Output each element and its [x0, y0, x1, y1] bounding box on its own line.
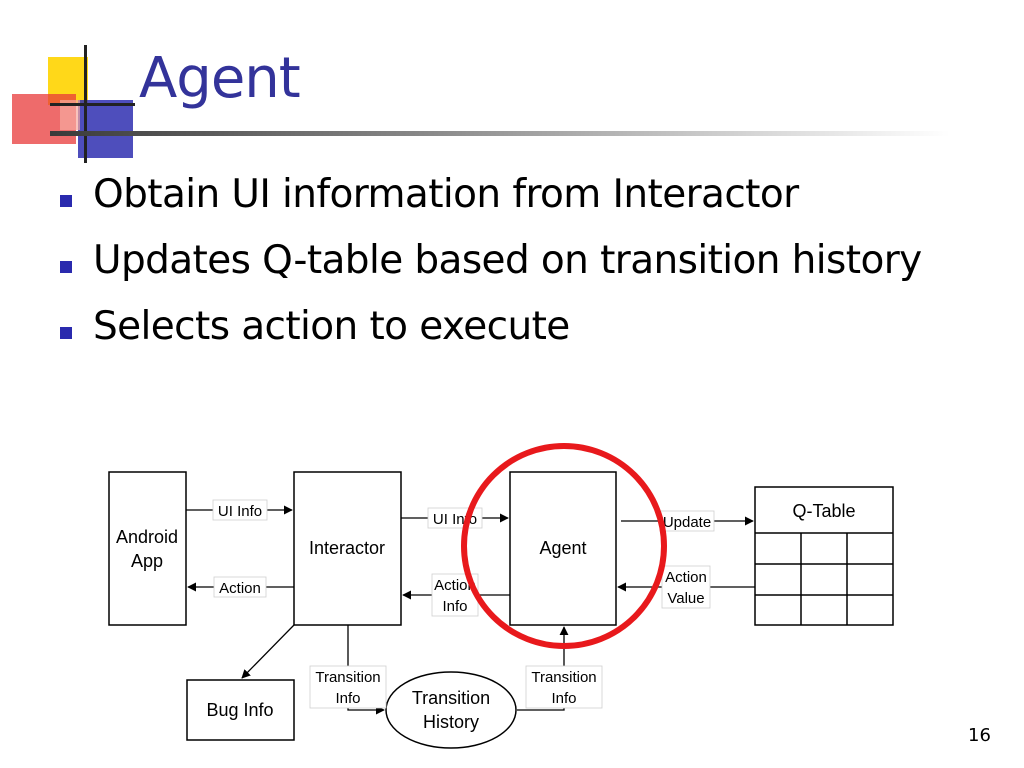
- edge-history-to-agent: Transition Info: [517, 626, 603, 711]
- square-bullet-icon: [60, 195, 72, 207]
- node-label: Bug Info: [206, 700, 273, 720]
- node-label: App: [131, 551, 163, 571]
- edge-interactor-to-history: Transition Info: [309, 625, 387, 715]
- node-interactor: Interactor: [293, 471, 402, 626]
- slide-title: Agent: [139, 46, 301, 111]
- node-label: Transition: [412, 688, 490, 708]
- edge-label: Action: [434, 577, 476, 594]
- edge-app-to-interactor: UI Info: [186, 499, 293, 521]
- edge-label: Action: [219, 580, 261, 597]
- edge-label: Action: [665, 569, 707, 586]
- edge-label: Info: [551, 690, 576, 707]
- edge-interactor-to-app: Action: [187, 576, 294, 598]
- bullet-text: Obtain UI information from Interactor: [93, 172, 799, 217]
- square-bullet-icon: [60, 327, 72, 339]
- edge-label: Transition: [315, 669, 380, 686]
- edge-interactor-to-agent: UI Info: [401, 507, 509, 529]
- node-agent: Agent: [509, 471, 617, 626]
- title-underline: [50, 131, 950, 136]
- node-android-app: Android App: [108, 471, 187, 626]
- node-label: Q-Table: [792, 501, 855, 521]
- edge-label: Transition: [531, 669, 596, 686]
- edge-agent-to-interactor: Action Info: [402, 573, 510, 617]
- highlight-circle: [461, 443, 667, 649]
- node-bug-info: Bug Info: [186, 679, 295, 741]
- edge-label: UI Info: [218, 503, 262, 520]
- edge-label: Update: [663, 514, 711, 531]
- square-bullet-icon: [60, 261, 72, 273]
- edge-qtable-to-agent: Action Value: [617, 565, 755, 609]
- node-label: Interactor: [309, 538, 385, 558]
- node-q-table: Q-Table: [754, 486, 894, 626]
- page-number: 16: [968, 725, 991, 746]
- node-label: Android: [116, 527, 178, 547]
- node-label: Agent: [539, 538, 586, 558]
- template-logo: [12, 45, 135, 163]
- node-label: History: [423, 712, 479, 732]
- bullet-text: Updates Q-table based on transition hist…: [93, 238, 922, 283]
- bullet-text: Selects action to execute: [93, 304, 570, 349]
- edge-label: Info: [335, 690, 360, 707]
- node-transition-history: Transition History: [385, 671, 517, 749]
- edge-label: Value: [667, 590, 704, 607]
- edge-interactor-to-bug-info: [241, 624, 295, 679]
- edge-agent-to-qtable: Update: [621, 510, 754, 532]
- edge-label: Info: [442, 598, 467, 615]
